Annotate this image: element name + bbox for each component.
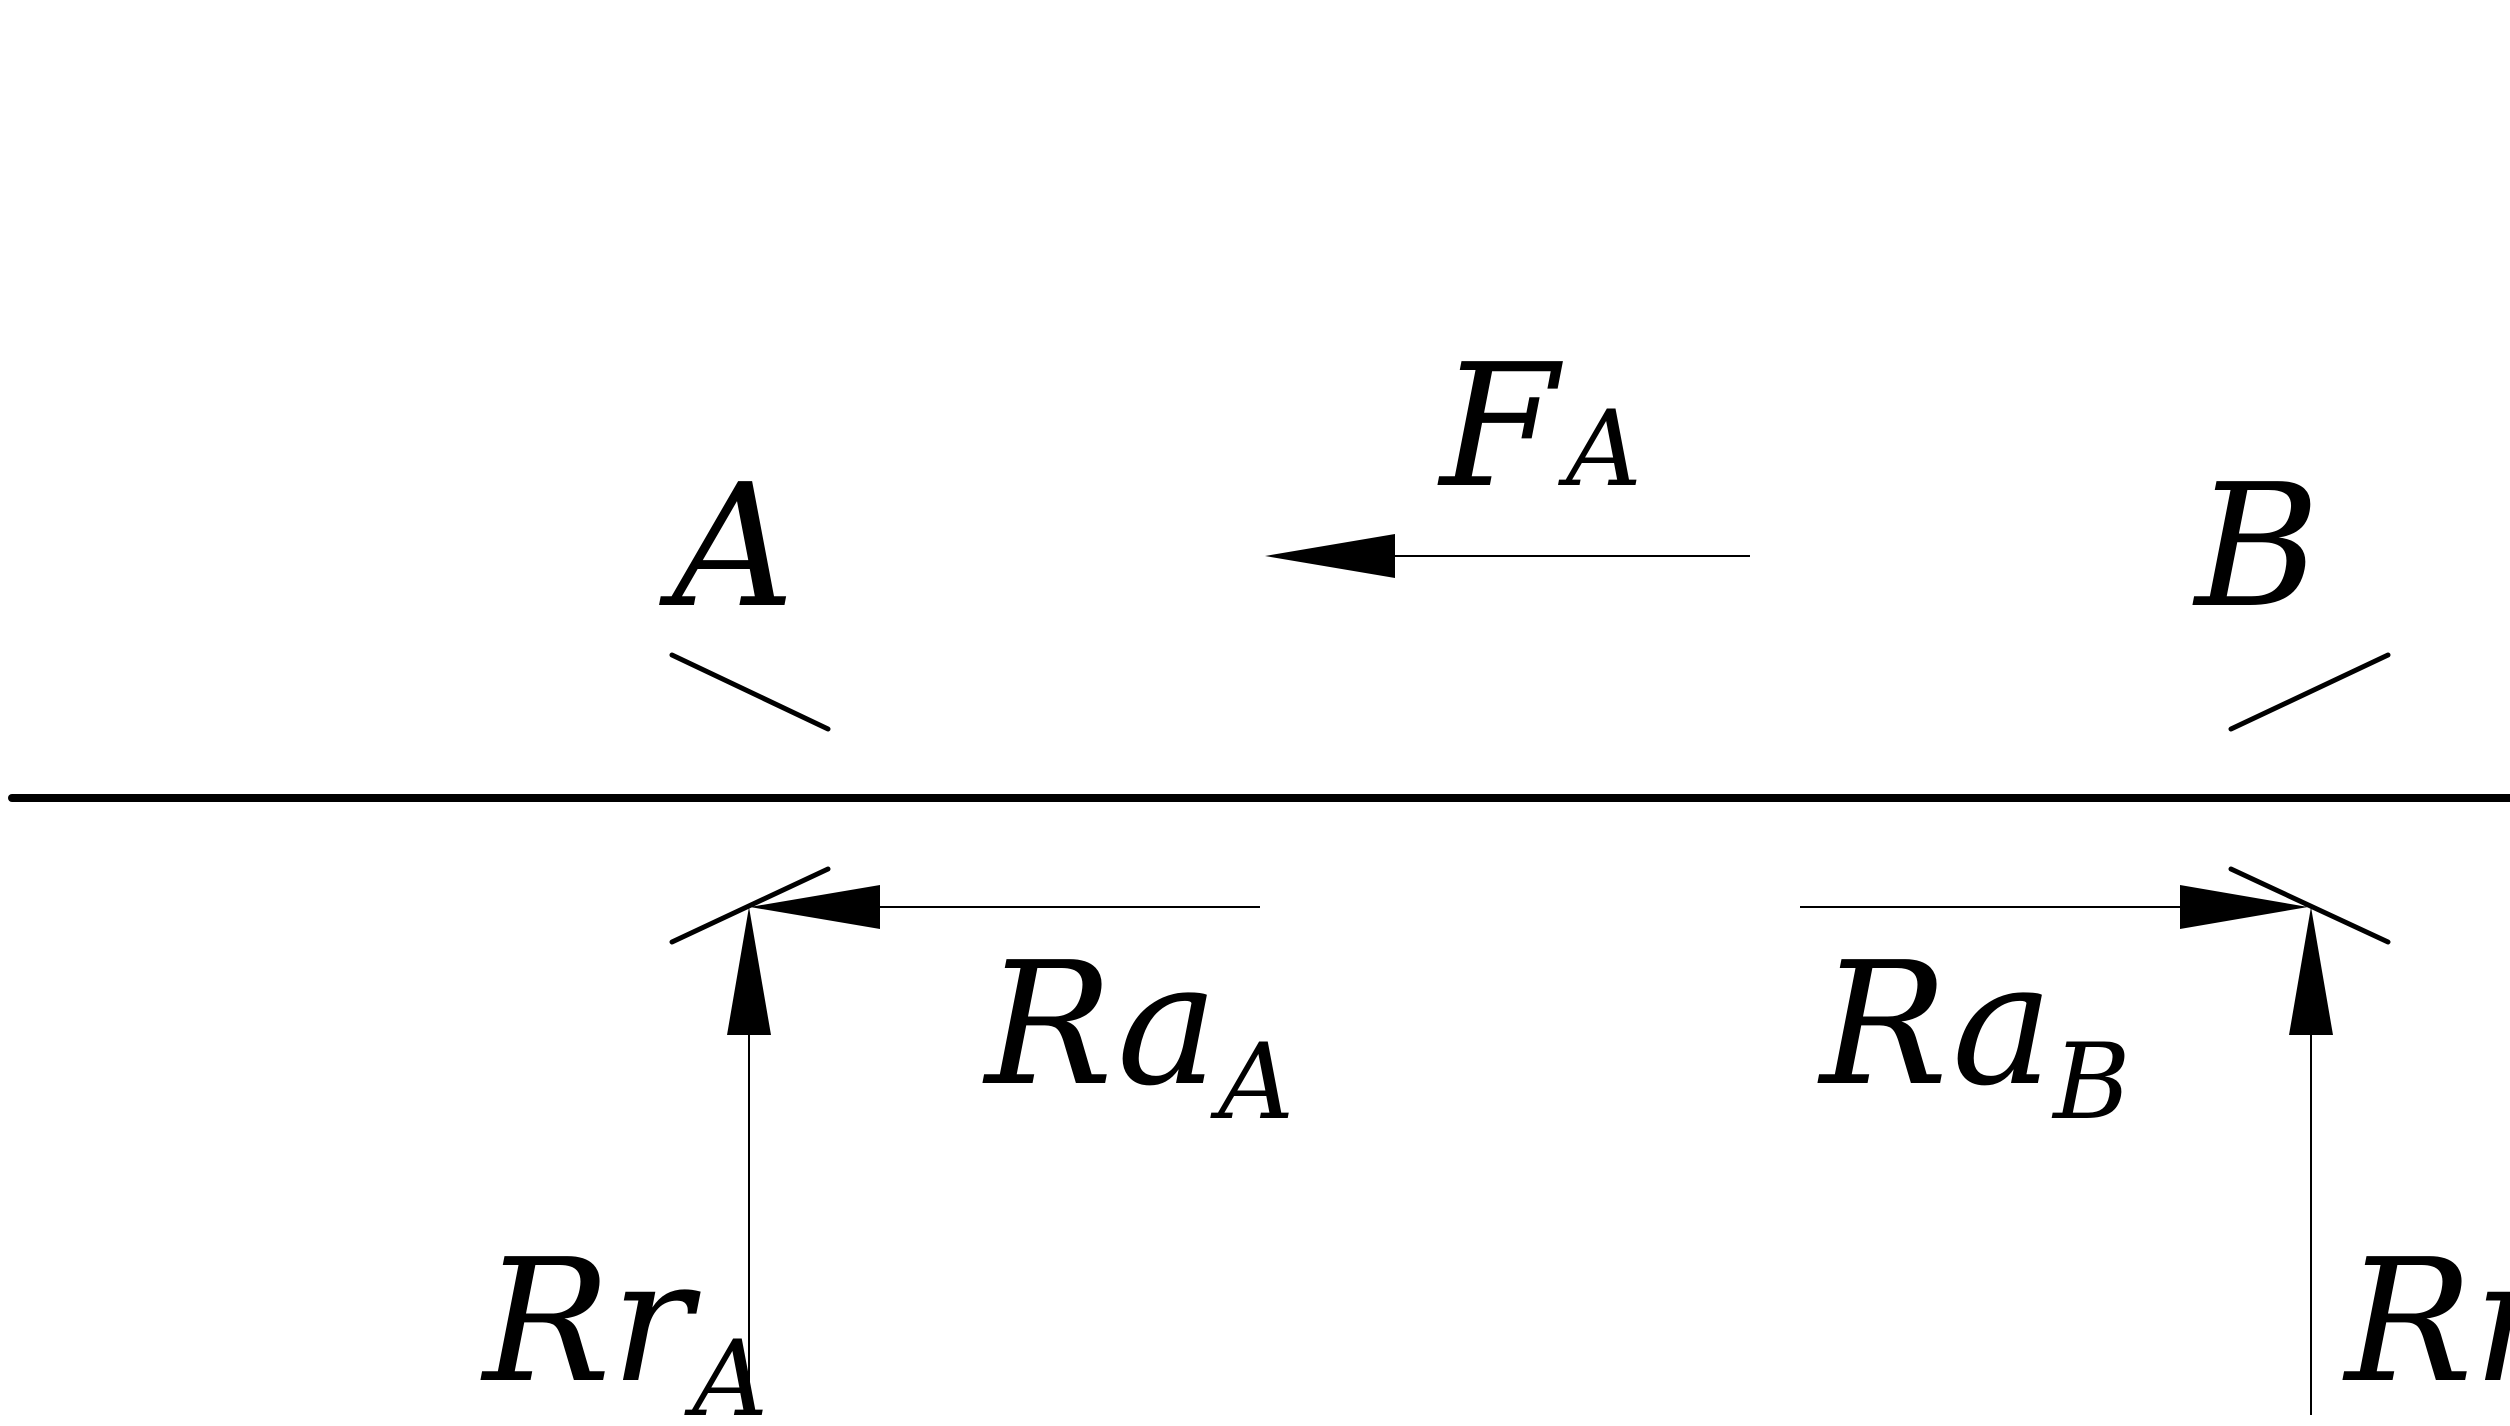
axial-reaction-a-label-sub: A bbox=[1210, 1021, 1294, 1143]
radial-reaction-a-label-mid: r bbox=[611, 1223, 701, 1421]
radial-reaction-a-label: RrA bbox=[480, 1223, 768, 1426]
axial-reaction-b-label-sub: B bbox=[2051, 1021, 2130, 1143]
point-b-label: B bbox=[2192, 448, 2320, 646]
axial-reaction-b-label-main: R bbox=[1817, 926, 1952, 1124]
radial-reaction-b-label: Rr bbox=[2342, 1223, 2510, 1421]
axial-reaction-a-label-main: R bbox=[982, 926, 1117, 1124]
bearing-b-upper-contact-line bbox=[2228, 652, 2391, 732]
axial-reaction-b-label-mid: a bbox=[1952, 926, 2053, 1124]
radial-reaction-a-label-main: R bbox=[480, 1223, 611, 1421]
axial-reaction-a-label: RaA bbox=[982, 926, 1294, 1143]
axial-reaction-a-arrow bbox=[750, 885, 1260, 929]
bearing-a-upper-contact-line bbox=[669, 652, 831, 732]
axial-reaction-b-label: RaB bbox=[1817, 926, 2130, 1143]
radial-reaction-b-label-main: R bbox=[2342, 1223, 2473, 1421]
radial-reaction-a-arrow bbox=[727, 907, 771, 1415]
axial-reaction-a-label-mid: a bbox=[1117, 926, 1218, 1124]
axial-reaction-b-arrow bbox=[1800, 885, 2308, 929]
radial-reaction-a-label-sub: A bbox=[684, 1318, 768, 1426]
radial-reaction-b-arrow bbox=[2289, 907, 2333, 1415]
axial-force-label: FA bbox=[1437, 328, 1642, 526]
axial-force-arrow bbox=[1265, 534, 1750, 578]
bearing-b-lower-contact-line bbox=[2228, 866, 2391, 945]
axial-force-label-sub: A bbox=[1558, 388, 1642, 510]
point-a-label: A bbox=[659, 448, 795, 646]
radial-reaction-b-label-mid: r bbox=[2473, 1223, 2510, 1421]
axial-force-label-main: F bbox=[1437, 328, 1563, 526]
bearing-a-lower-contact-line bbox=[669, 866, 831, 945]
